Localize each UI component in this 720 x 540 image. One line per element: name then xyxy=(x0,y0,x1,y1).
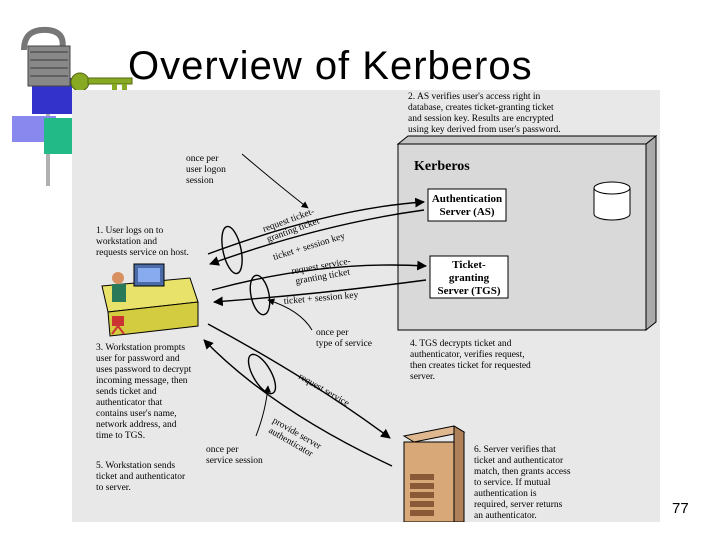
padlock-icon xyxy=(21,26,71,87)
once-service-type-line-1: once per xyxy=(316,328,349,338)
loop-service-session xyxy=(247,353,277,395)
tgs-box-line-1: Ticket- xyxy=(452,259,486,271)
database-icon xyxy=(593,181,631,221)
note-once-service-session: once per service session xyxy=(206,445,263,466)
note-1-line-3: requests service on host. xyxy=(96,248,189,258)
loop-service-type xyxy=(249,274,271,316)
note-6-line-5: authentication is xyxy=(474,489,537,499)
arrow-once-logon xyxy=(241,153,309,209)
note-once-service-type: once per type of service xyxy=(316,328,372,349)
note-3-line-3: uses password to decrypt xyxy=(96,365,192,375)
arrow-request-sgt xyxy=(211,260,427,291)
note-6-line-1: 6. Server verifies that xyxy=(474,444,556,455)
arrow-request-tgt xyxy=(207,197,425,255)
tgs-box-line-3: Server (TGS) xyxy=(437,285,500,297)
server-icon xyxy=(402,425,466,523)
note-3-line-8: network address, and xyxy=(96,420,177,430)
note-3-line-6: authenticator that xyxy=(96,398,163,408)
as-box-line-1: Authentication xyxy=(432,193,502,205)
once-service-session-line-1: once per xyxy=(206,445,239,455)
key-icon xyxy=(70,72,133,92)
note-6-line-2: ticket and authenticator xyxy=(474,456,564,466)
once-logon-line-2: user logon xyxy=(186,165,226,175)
slide-title: Overview of Kerberos xyxy=(128,44,533,88)
arrow-provide-authenticator xyxy=(203,339,393,467)
kerberos-title: Kerberos xyxy=(414,159,470,174)
label-request-service: request service xyxy=(297,372,351,409)
note-6-line-6: required, server returns xyxy=(474,500,563,510)
note-1: 1. User logs on to workstation and reque… xyxy=(96,226,189,258)
note-6: 6. Server verifies that ticket and authe… xyxy=(474,444,571,521)
note-3: 3. Workstation prompts user for password… xyxy=(96,343,192,441)
arrow-once-service-type xyxy=(267,298,313,331)
arrow-request-service xyxy=(207,323,391,439)
note-4-line-1: 4. TGS decrypts ticket and xyxy=(410,339,512,349)
label-ticket-session-key-2: ticket + session key xyxy=(283,290,359,306)
once-service-type-line-2: type of service xyxy=(316,338,372,349)
note-1-line-2: workstation and xyxy=(96,237,157,247)
once-logon-line-3: session xyxy=(186,176,214,186)
arrow-ticket-session-key-2 xyxy=(213,279,427,307)
note-2-line-3: and session key. Results are encrypted xyxy=(408,114,554,124)
arrow-once-service-session xyxy=(255,385,271,437)
workstation-icon xyxy=(101,263,199,337)
note-3-line-4: incoming message, then xyxy=(96,376,188,386)
green-block xyxy=(44,118,72,154)
diagram-canvas: Kerberos Authentication Server (AS) Tick… xyxy=(96,91,658,523)
note-6-line-7: an authenticator. xyxy=(474,511,537,521)
note-2-line-4: using key derived from user's password. xyxy=(408,124,561,135)
note-4-line-2: authenticator, verifies request, xyxy=(410,349,525,360)
note-5-line-1: 5. Workstation sends xyxy=(96,461,175,471)
note-5-line-2: ticket and authenticator xyxy=(96,472,186,482)
as-box: Authentication Server (AS) xyxy=(427,188,507,222)
kerberos-diagram: Kerberos Authentication Server (AS) Tick… xyxy=(72,90,660,523)
lock-key-decoration xyxy=(12,26,133,186)
note-4-line-4: server. xyxy=(410,372,435,382)
note-3-line-5: sends ticket and xyxy=(96,387,157,397)
note-3-line-9: time to TGS. xyxy=(96,431,145,441)
note-6-line-4: to service. If mutual xyxy=(474,477,551,488)
note-3-line-7: contains user's name, xyxy=(96,409,177,419)
once-logon-line-1: once per xyxy=(186,154,219,164)
kerberos-box: Kerberos xyxy=(396,134,658,332)
as-box-line-2: Server (AS) xyxy=(439,206,494,218)
note-5: 5. Workstation sends ticket and authenti… xyxy=(96,461,186,493)
note-once-logon: once per user logon session xyxy=(186,154,226,186)
note-6-line-3: match, then grants access xyxy=(474,467,571,477)
note-3-line-2: user for password and xyxy=(96,353,180,364)
note-3-line-1: 3. Workstation prompts xyxy=(96,343,185,353)
note-2-line-1: 2. AS verifies user's access right in xyxy=(408,91,541,102)
tgs-box-line-2: granting xyxy=(449,272,490,284)
note-2-line-2: database, creates ticket-granting ticket xyxy=(408,103,554,113)
note-1-line-1: 1. User logs on to xyxy=(96,226,164,236)
note-4: 4. TGS decrypts ticket and authenticator… xyxy=(410,339,531,382)
tgs-box: Ticket- granting Server (TGS) xyxy=(429,255,509,299)
loop-logon xyxy=(221,225,243,275)
note-5-line-3: to server. xyxy=(96,483,131,493)
page-number: 77 xyxy=(672,500,689,517)
arrow-ticket-session-key-1 xyxy=(209,209,425,266)
once-service-session-line-2: service session xyxy=(206,456,263,466)
note-4-line-3: then creates ticket for requested xyxy=(410,360,531,371)
note-2: 2. AS verifies user's access right in da… xyxy=(408,91,561,135)
